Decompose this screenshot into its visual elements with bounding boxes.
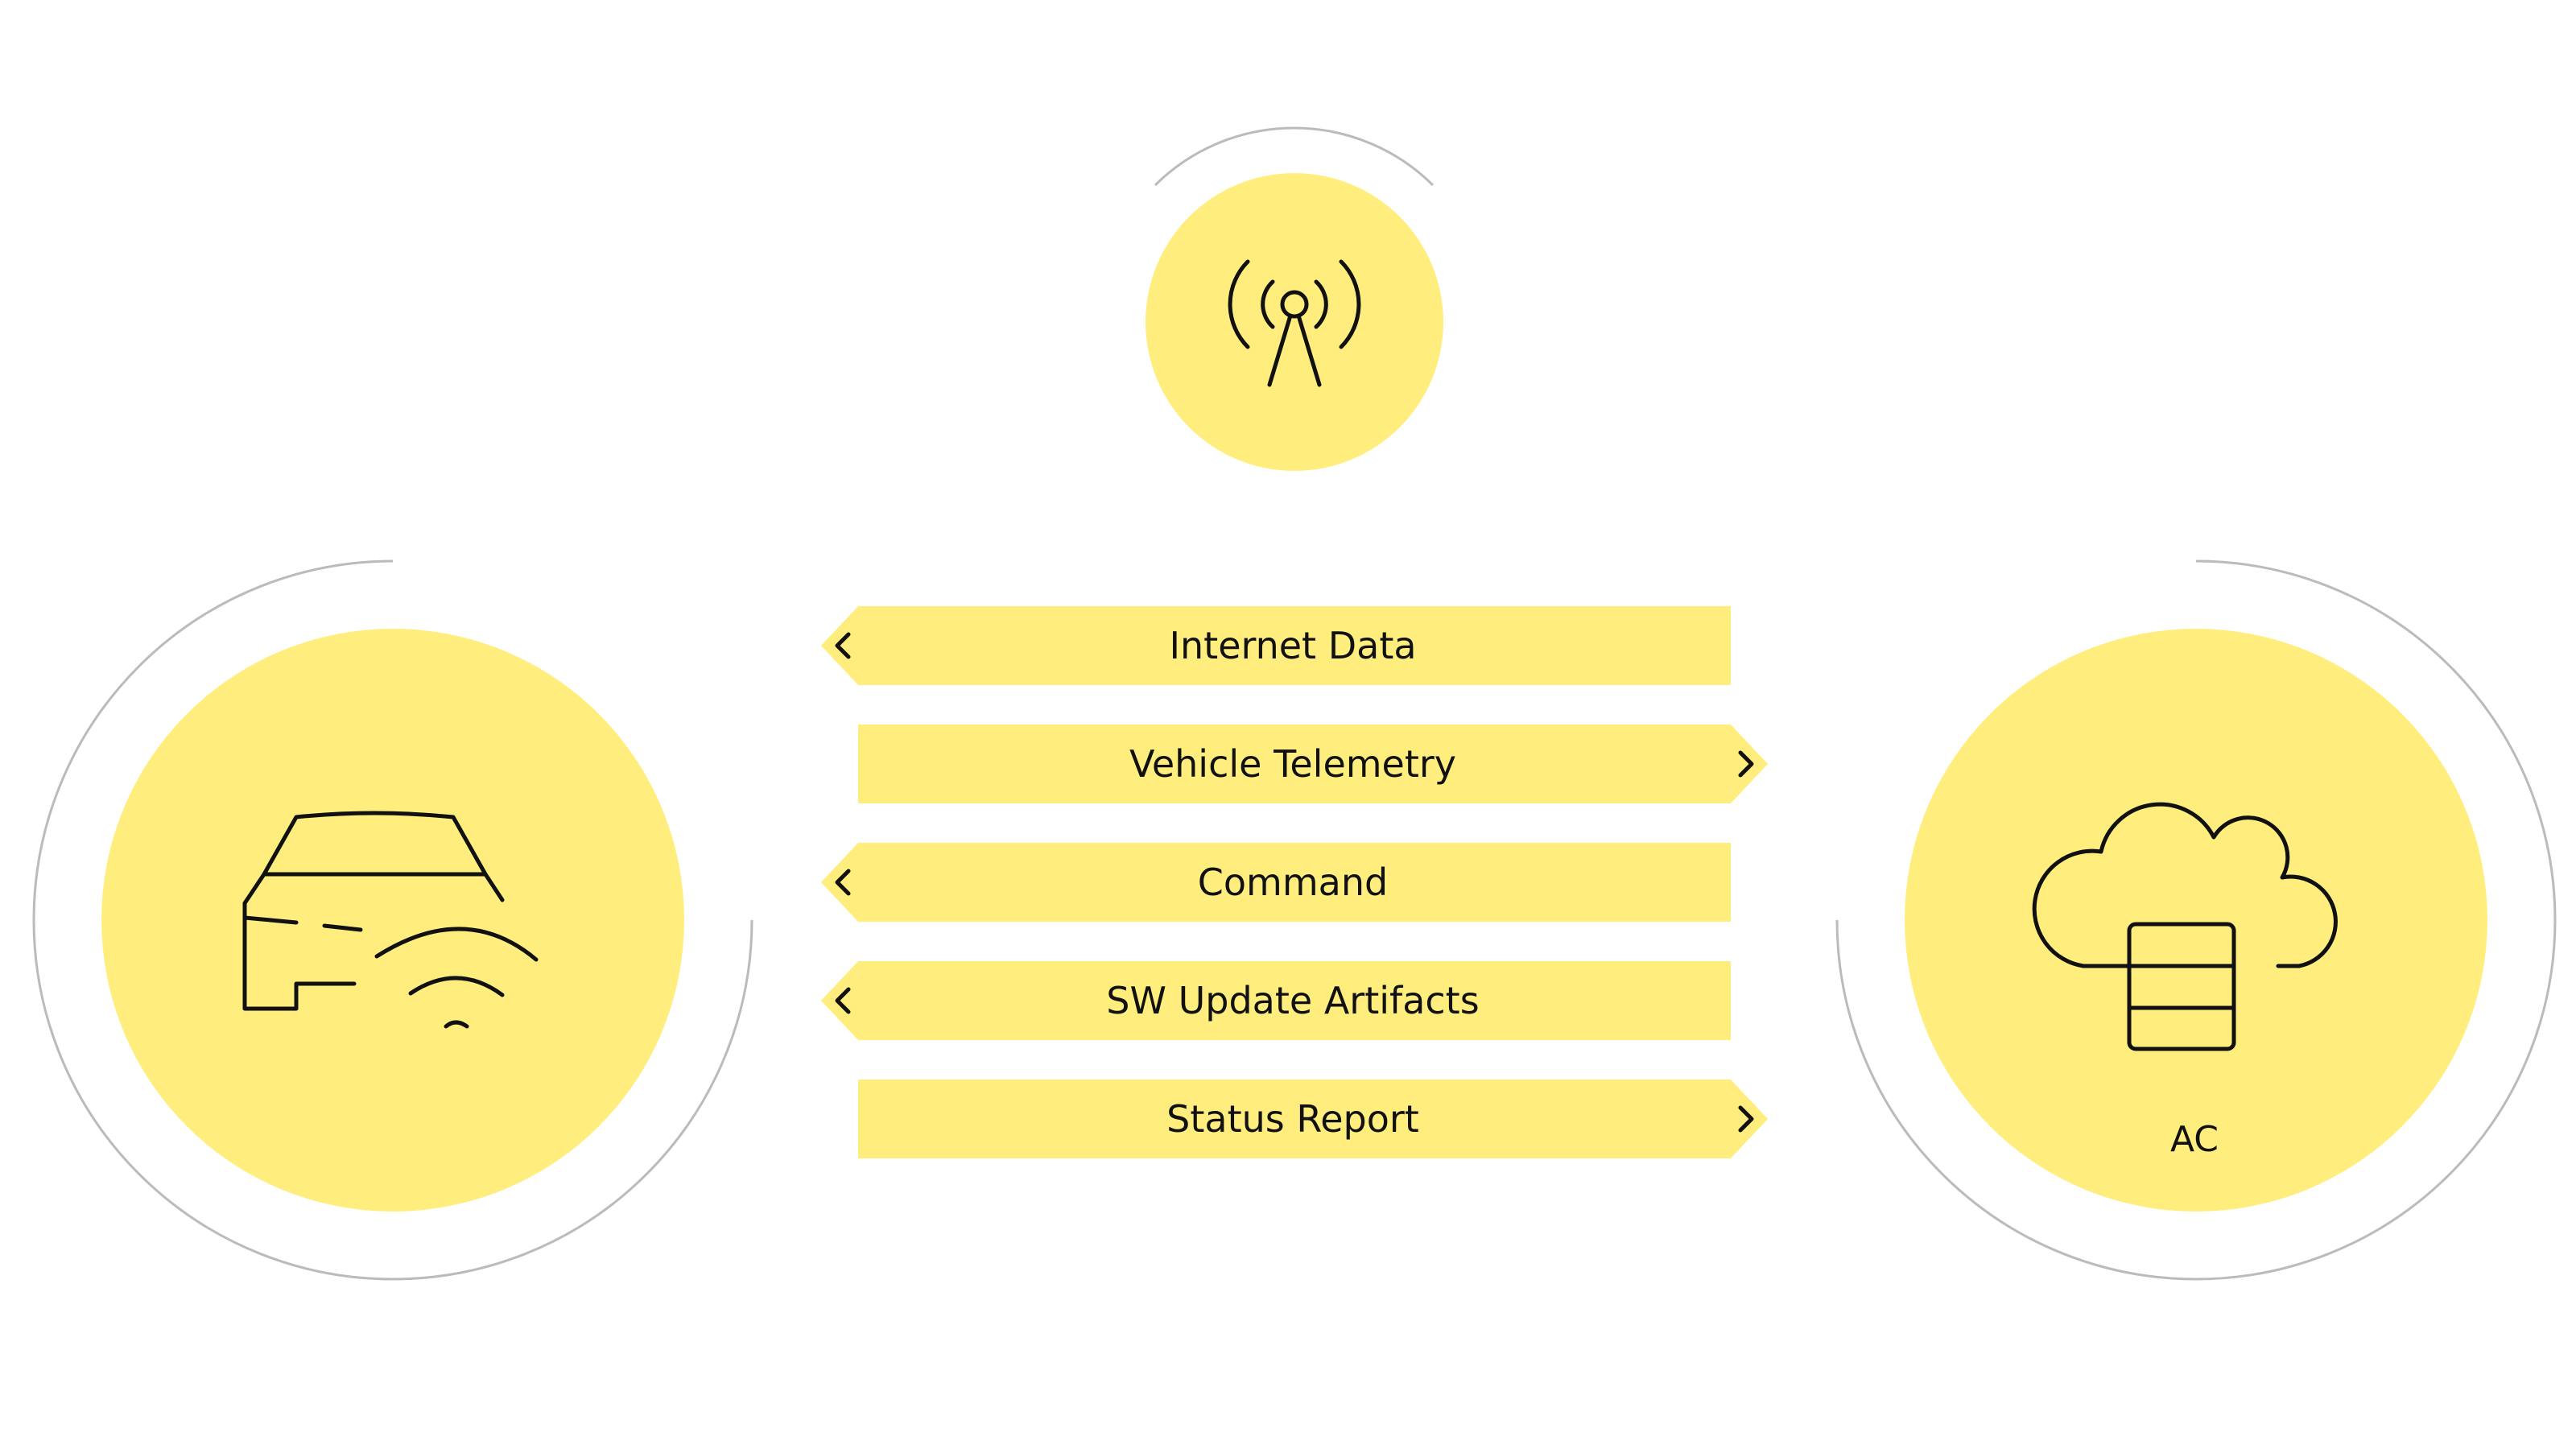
flows-group (821, 606, 1768, 1158)
flow-label-internet-data: Internet Data (1169, 624, 1417, 667)
vehicle-node (101, 629, 684, 1212)
flow-arrow-left (821, 961, 1731, 1040)
tower-node (1146, 173, 1443, 471)
flow-arrow-left (821, 606, 1731, 685)
flow-label-status-report: Status Report (1166, 1097, 1419, 1141)
chevron-left-icon (835, 632, 851, 659)
cloud-server-icon (2032, 802, 2338, 1051)
chevron-right-icon (1738, 1105, 1754, 1133)
flow-label-sw-update-artifacts: SW Update Artifacts (1106, 979, 1480, 1022)
tower-outer-ring (1154, 126, 1435, 187)
flow-arrow-right (858, 1080, 1768, 1158)
chevron-right-icon (1738, 750, 1754, 778)
flow-arrow-left (821, 843, 1731, 922)
cloud-node-label: AC (2169, 1119, 2219, 1160)
antenna-tower-icon (1228, 259, 1361, 387)
cloud-node (1905, 629, 2487, 1212)
flow-label-vehicle-telemetry: Vehicle Telemetry (1129, 742, 1457, 786)
chevron-left-icon (835, 869, 851, 896)
flow-label-command: Command (1197, 861, 1389, 904)
vehicle-outer-ring (32, 559, 753, 1281)
cloud-outer-ring (1835, 559, 2557, 1281)
flow-arrow-right (858, 724, 1768, 803)
car-wifi-icon (242, 811, 539, 1029)
chevron-left-icon (835, 987, 851, 1014)
